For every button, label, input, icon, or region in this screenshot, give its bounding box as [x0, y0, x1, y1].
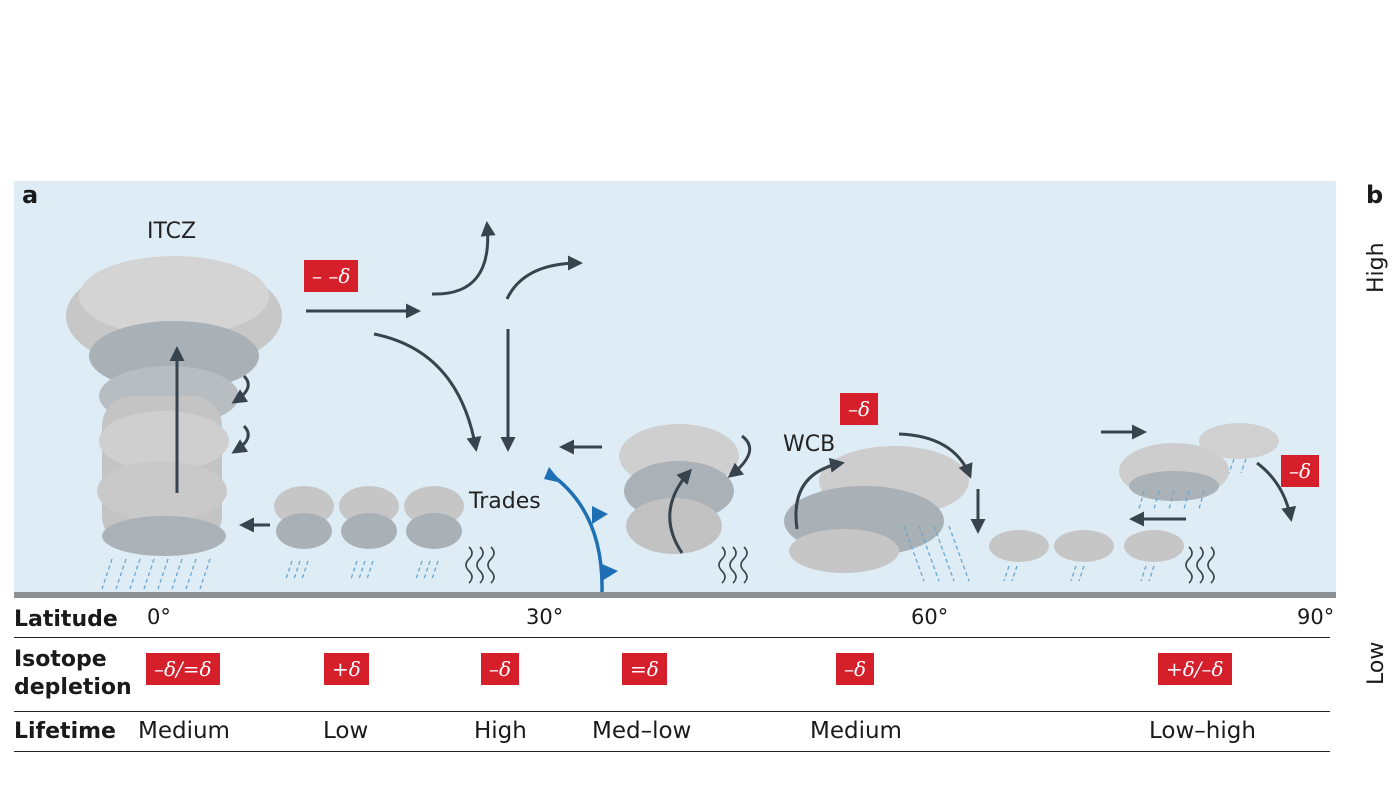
table-divider: [14, 711, 1330, 712]
circulation-arrows: [169, 221, 1297, 554]
lifetime-value: Med–low: [592, 718, 692, 744]
isotope-badge: +δ/–δ: [1158, 653, 1232, 685]
lifetime-value: Low–high: [1149, 718, 1256, 744]
itcz-cloud: [66, 256, 282, 556]
latitude-header: Latitude: [14, 607, 118, 632]
latitude-tick: 90°: [1297, 605, 1335, 629]
wcb-label: WCB: [783, 432, 836, 457]
lifetime-value: High: [474, 718, 527, 744]
axis-low-label: Low: [1364, 641, 1389, 685]
latitude-tick: 0°: [147, 605, 171, 629]
wcb-cloud: [784, 446, 969, 573]
lifetime-value: Medium: [138, 718, 230, 744]
cold-front: [544, 467, 618, 594]
isotope-header-line2: depletion: [14, 675, 132, 700]
itcz-label: ITCZ: [147, 219, 197, 244]
lifetime-header: Lifetime: [14, 719, 116, 744]
isotope-badge: –δ: [481, 653, 520, 685]
isotope-badge: –δ: [836, 653, 875, 685]
rain-streaks: [101, 558, 211, 590]
table-divider: [14, 751, 1330, 752]
isotope-badge: +δ: [324, 653, 369, 685]
ground-line: [14, 592, 1336, 598]
panel-letter: b: [1366, 181, 1384, 209]
trades-label: Trades: [469, 489, 541, 514]
axis-high-label: High: [1364, 242, 1389, 293]
rain-streaks: [903, 525, 970, 582]
midlatitude-cloud: [619, 424, 739, 554]
atmosphere-diagram: [66, 221, 1297, 594]
table-divider: [14, 637, 1330, 638]
latitude-tick: 60°: [911, 605, 949, 629]
rain-streaks: [1003, 458, 1247, 582]
depletion-badge: –δ: [840, 393, 879, 425]
isotope-badge: =δ: [622, 653, 667, 685]
depletion-badge: – –δ: [304, 260, 359, 292]
depletion-badge: –δ: [1281, 455, 1320, 487]
panel-b-strip: b High Low: [1350, 181, 1400, 761]
isotope-header-line1: Isotope: [14, 647, 107, 672]
trade-clouds: [274, 486, 464, 549]
lifetime-value: Low: [323, 718, 369, 744]
rain-streaks: [285, 560, 439, 580]
latitude-tick: 30°: [526, 605, 564, 629]
highlat-clouds: [989, 423, 1279, 562]
evaporation-squiggles: [465, 546, 1215, 584]
isotope-badge: –δ/=δ: [146, 653, 220, 685]
lifetime-value: Medium: [810, 718, 902, 744]
panel-a-diagram: a ITCZ Trades WCB – –δ –δ –δ: [14, 181, 1336, 596]
panel-letter: a: [22, 181, 39, 209]
